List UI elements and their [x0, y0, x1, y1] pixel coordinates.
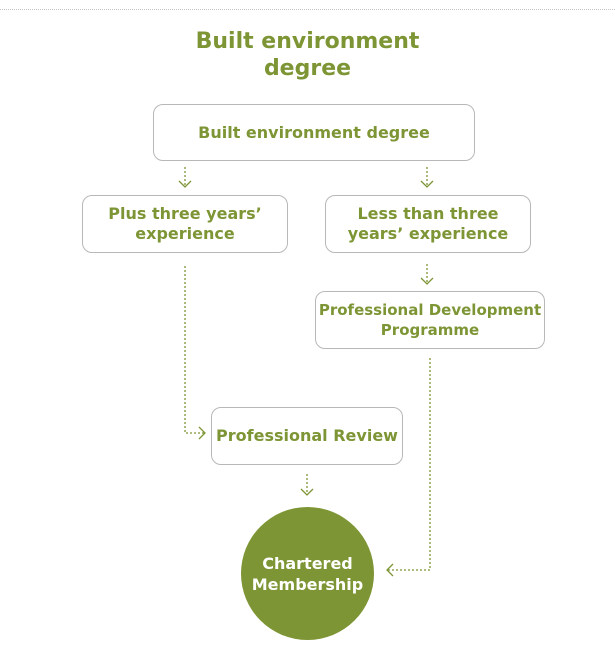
title-line-1: Built environment	[195, 29, 420, 54]
arrowhead-chartered-side	[386, 563, 394, 577]
connector-pdp-to-chartered	[388, 358, 431, 571]
arrowhead-less-three	[420, 180, 434, 188]
node-chartered-membership: Chartered Membership	[241, 507, 374, 640]
node-professional-review: Professional Review	[211, 407, 403, 465]
node-less-three-line-2: years’ experience	[347, 224, 509, 243]
node-built-environment-degree: Built environment degree	[153, 104, 475, 161]
arrowhead-pdp	[420, 277, 434, 285]
node-review-label: Professional Review	[216, 426, 398, 445]
node-pdp-line-2: Programme	[380, 321, 480, 339]
node-plus-three-years: Plus three years’ experience	[82, 195, 288, 253]
arrowhead-review	[198, 426, 206, 440]
node-degree-label: Built environment degree	[198, 122, 430, 142]
diagram-title: Built environment degree	[0, 28, 615, 82]
node-professional-development-programme: Professional Development Programme	[315, 291, 545, 349]
title-line-2: degree	[263, 56, 352, 81]
arrowhead-plus-three	[178, 180, 192, 188]
node-chartered-line-2: Membership	[251, 574, 364, 594]
connector-plus-three-to-review	[184, 266, 204, 434]
node-plus-three-line-2: experience	[135, 224, 235, 243]
node-pdp-line-1: Professional Development	[318, 301, 542, 319]
node-less-than-three-years: Less than three years’ experience	[325, 195, 531, 253]
node-plus-three-line-1: Plus three years’	[108, 204, 262, 223]
top-divider	[0, 9, 615, 10]
node-chartered-line-1: Chartered	[262, 553, 353, 573]
node-less-three-line-1: Less than three	[357, 204, 499, 223]
arrowhead-chartered	[300, 488, 314, 496]
